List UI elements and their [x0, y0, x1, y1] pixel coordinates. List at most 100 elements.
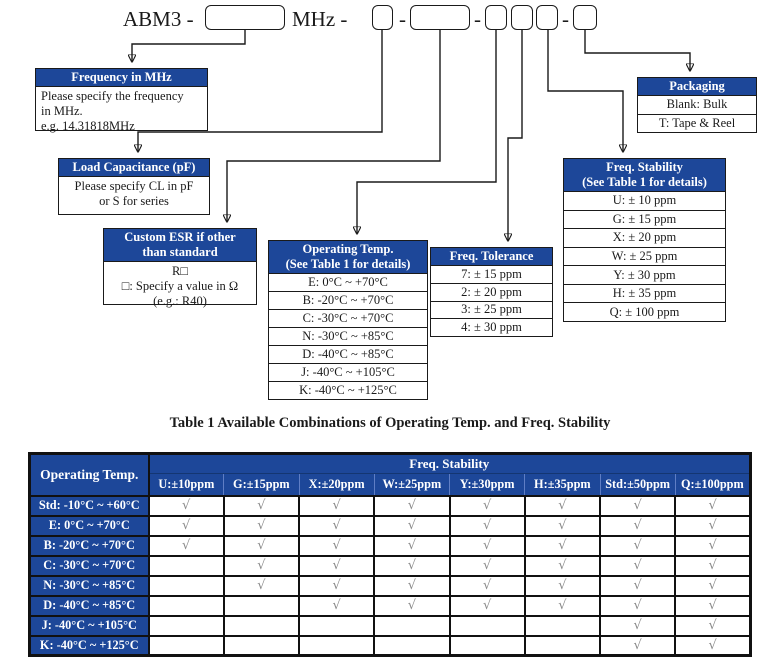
connector-freq-tolerance: [508, 30, 523, 240]
part-prefix-label: ABM3 -: [123, 7, 194, 31]
combination-cell: √: [598, 514, 677, 537]
separator-dash: -: [399, 7, 406, 31]
freq-tolerance-title-text: Freq. Tolerance: [449, 249, 534, 263]
table-row: K: -40°C ~ +125°C √√: [28, 634, 752, 657]
operating-temp-option: B: -20°C ~ +70°C: [269, 291, 427, 309]
custom-esr-block-body: R□□: Specify a value in Ω(e.g.: R40): [104, 262, 256, 309]
combination-cell: [448, 634, 526, 657]
combination-cell: √: [598, 574, 677, 597]
freq-stability-option: Q: ± 100 ppm: [564, 302, 725, 321]
combination-cell: [523, 634, 602, 657]
table-row: J: -40°C ~ +105°C√√: [28, 614, 752, 637]
separator-dash: -: [474, 7, 481, 31]
combination-cell: √: [373, 554, 451, 577]
combination-cell: √: [373, 534, 451, 557]
packaging-block-title: Packaging: [638, 78, 756, 96]
combination-cell: [373, 634, 451, 657]
freq-stability-group-header: Freq. Stability: [147, 452, 752, 474]
operating-temp-option: C: -30°C ~ +70°C: [269, 309, 427, 327]
freq-stability-block: Freq. Stability (See Table 1 for details…: [563, 158, 726, 322]
operating-temp-subtitle-text: (See Table 1 for details): [285, 257, 411, 271]
combination-cell: √: [674, 634, 752, 657]
operating-temp-block: Operating Temp. (See Table 1 for details…: [268, 240, 428, 400]
mhz-label: MHz -: [292, 7, 348, 31]
temp-row-label: Std: -10°C ~ +60°C: [28, 494, 150, 517]
freq-stability-option: H: ± 35 ppm: [564, 283, 725, 303]
load-capacitance-title-text: Load Capacitance (pF): [72, 160, 196, 174]
combination-cell: √: [598, 634, 677, 657]
tolerance-code-box: [511, 5, 533, 30]
freq-stability-option: G: ± 15 ppm: [564, 209, 725, 229]
table-row: N: -30°C ~ +85°C√√√√√√√: [28, 574, 752, 597]
connector-custom-esr: [227, 30, 441, 221]
combination-cell: √: [674, 514, 752, 537]
custom-esr-title-line2: than standard: [142, 245, 218, 259]
combination-cell: [297, 634, 376, 657]
combination-cell: √: [373, 594, 451, 617]
packaging-code-box: [573, 5, 597, 30]
combination-cell: √: [598, 554, 677, 577]
combination-cell: √: [222, 494, 301, 517]
stability-column-header: H:±35ppm: [524, 473, 600, 497]
freq-tolerance-option: 3: ± 25 ppm: [431, 300, 552, 319]
operating-temp-option: E: 0°C ~ +70°C: [308, 275, 388, 289]
custom-esr-title-line1: Custom ESR if other: [124, 230, 236, 244]
separator-dash: -: [562, 7, 569, 31]
combination-cell: √: [598, 594, 677, 617]
combination-cell: √: [373, 574, 451, 597]
operating-temp-option: N: -30°C ~ +85°C: [269, 327, 427, 345]
operating-temp-option: D: -40°C ~ +85°C: [269, 345, 427, 363]
table-row: Std: -10°C ~ +60°C√√√√√√√√: [28, 494, 752, 517]
combination-cell: √: [448, 594, 526, 617]
table1-title: Table 1 Available Combinations of Operat…: [169, 415, 611, 431]
packaging-title-text: Packaging: [669, 79, 725, 93]
combination-cell: √: [523, 594, 602, 617]
stability-code-box: [536, 5, 558, 30]
custom-esr-body-line: (e.g.: R40): [153, 294, 207, 308]
stability-column-header: X:±20ppm: [298, 473, 375, 497]
stability-column-header: U:±10ppm: [147, 473, 224, 497]
freq-stability-option: X: ± 20 ppm: [564, 228, 725, 247]
custom-esr-body-line: R□: [172, 264, 188, 278]
combination-cell: √: [598, 494, 677, 517]
operating-temp-option: K: -40°C ~ +125°C: [269, 381, 427, 399]
frequency-body-line: Please specify the frequency: [41, 89, 184, 103]
combination-cell: [222, 634, 301, 657]
combination-cell: √: [523, 494, 602, 517]
connector-operating-temp: [357, 30, 497, 233]
table-row: B: -20°C ~ +70°C√√√√√√√√: [28, 534, 752, 557]
frequency-block: Frequency in MHz Please specify the freq…: [35, 68, 208, 133]
combination-cell: [448, 614, 526, 637]
combination-cell: √: [674, 554, 752, 577]
temp-row-label: N: -30°C ~ +85°C: [28, 574, 150, 597]
operating-temp-corner-header: Operating Temp.: [28, 452, 150, 497]
temp-row-label: K: -40°C ~ +125°C: [28, 634, 150, 657]
combination-cell: √: [373, 514, 451, 537]
table-row: C: -30°C ~ +70°C√√√√√√√: [28, 554, 752, 577]
combination-cell: [147, 614, 225, 637]
combination-cell: √: [448, 554, 526, 577]
combination-cell: [222, 614, 301, 637]
temp-row-label: D: -40°C ~ +85°C: [28, 594, 150, 617]
temp-row-label: J: -40°C ~ +105°C: [28, 614, 150, 637]
frequency-block-title: Frequency in MHz: [36, 69, 207, 87]
combination-cell: √: [373, 494, 451, 517]
combination-cell: √: [674, 594, 752, 617]
combination-cell: √: [448, 514, 526, 537]
combination-cell: √: [222, 534, 301, 557]
combination-cell: √: [523, 534, 602, 557]
freq-stability-option: U: ± 10 ppm: [612, 193, 677, 208]
operating-temp-option: J: -40°C ~ +105°C: [269, 363, 427, 381]
frequency-value-box: [205, 5, 285, 30]
load-capacitance-body-line: Please specify CL in pF: [74, 179, 194, 193]
esr-code-box: [410, 5, 470, 30]
temp-row-label: C: -30°C ~ +70°C: [28, 554, 150, 577]
freq-stability-title-text: Freq. Stability: [606, 160, 683, 174]
combination-cell: [373, 614, 451, 637]
connector-frequency: [132, 30, 246, 61]
